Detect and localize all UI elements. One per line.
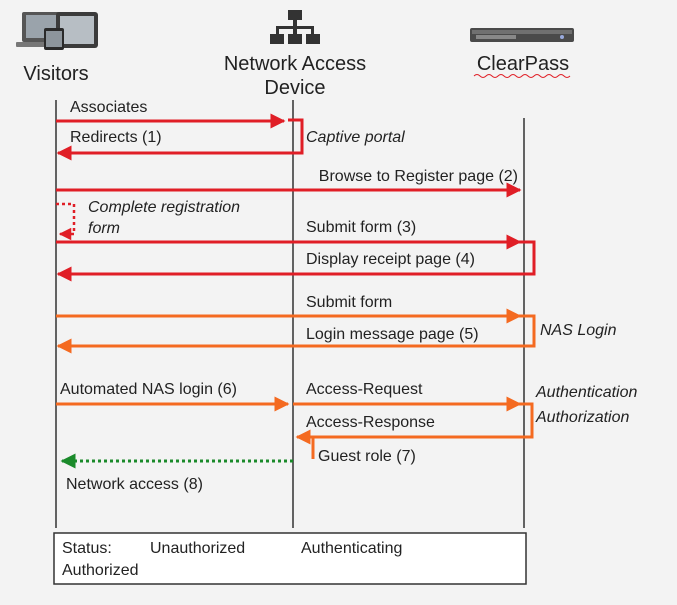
status-box — [53, 532, 527, 585]
msg-submit-form: Submit form — [306, 294, 392, 311]
actor-nad-label-line2: Device — [264, 77, 325, 99]
arrow-access-response — [295, 402, 534, 445]
note-nas-login: NAS Login — [540, 322, 617, 339]
note-complete-line1: Complete registration — [88, 199, 240, 216]
msg-access-request: Access-Request — [306, 381, 423, 398]
note-authentication: Authentication — [535, 384, 638, 401]
laptop-tablet-icon — [16, 12, 98, 50]
note-authorization: Authorization — [535, 409, 629, 426]
status-authorized: Authorized — [62, 562, 139, 579]
msg-submit-form-3: Submit form (3) — [306, 219, 416, 236]
note-captive-portal: Captive portal — [306, 129, 405, 146]
msg-display-receipt: Display receipt page (4) — [306, 251, 475, 268]
msg-browse: Browse to Register page (2) — [319, 168, 518, 185]
arrow-guest-role-bracket — [301, 435, 315, 459]
msg-access-response: Access-Response — [306, 414, 435, 431]
spellcheck-underline — [473, 74, 571, 78]
arrow-display-receipt — [56, 240, 536, 282]
arrow-login-message — [56, 314, 536, 354]
status-label: Status: — [62, 540, 112, 557]
actor-clearpass-label: ClearPass — [477, 53, 569, 75]
note-complete-line2: form — [88, 220, 120, 237]
arrow-complete-registration — [56, 202, 76, 241]
msg-redirects: Redirects (1) — [70, 129, 162, 146]
msg-guest-role: Guest role (7) — [318, 448, 416, 465]
network-topology-icon — [270, 10, 320, 44]
arrow-redirects — [56, 118, 304, 161]
status-unauthorized: Unauthorized — [150, 540, 245, 557]
msg-login-message: Login message page (5) — [306, 326, 479, 343]
msg-associates: Associates — [70, 99, 147, 116]
msg-auto-nas: Automated NAS login (6) — [60, 381, 237, 398]
msg-network-access: Network access (8) — [66, 476, 203, 493]
status-authenticating: Authenticating — [301, 540, 402, 557]
server-appliance-icon — [470, 28, 574, 42]
actor-nad-label-line1: Network Access — [224, 53, 366, 75]
actor-visitors-label: Visitors — [23, 63, 88, 85]
